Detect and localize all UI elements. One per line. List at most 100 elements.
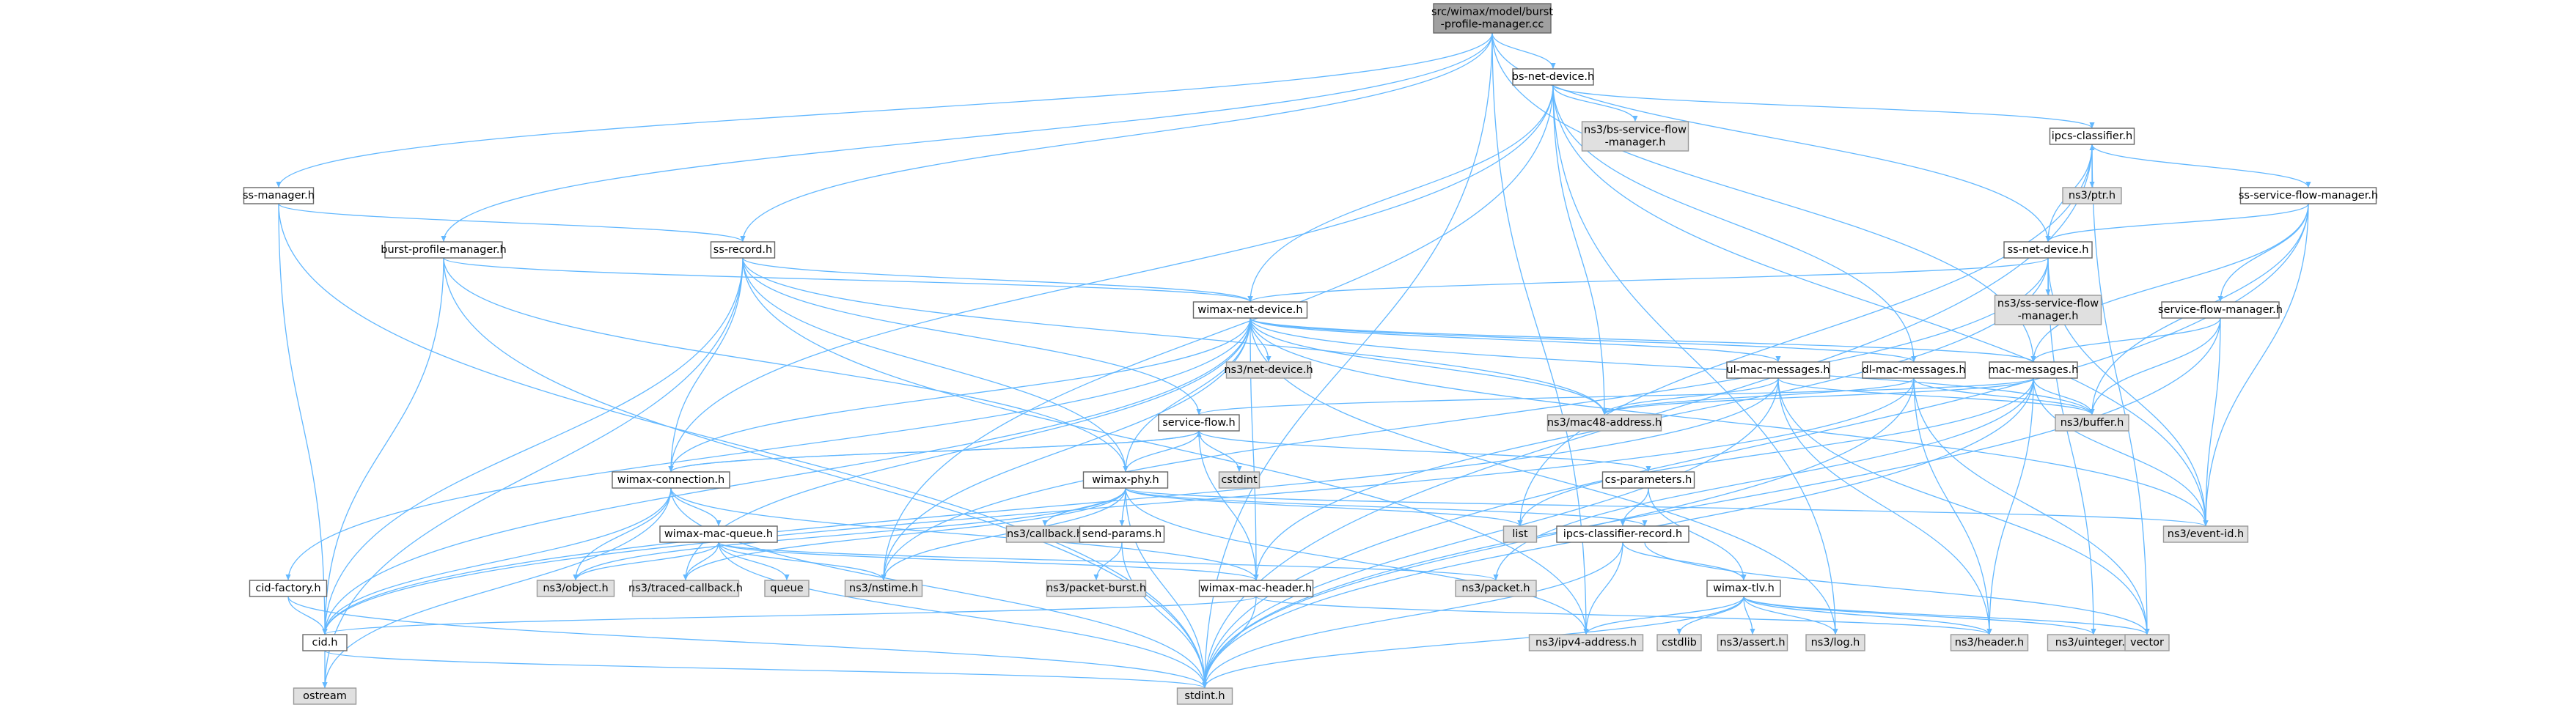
edge-wimaxmacheader-to-header — [1255, 596, 1992, 635]
node-ssserviceflowmanagerns3: ns3/ss-service-flow-manager.h — [1994, 295, 2102, 325]
node-label-ssmanager: ss-manager.h — [243, 190, 315, 202]
node-label-ipcsclassifier: ipcs-classifier.h — [2052, 130, 2133, 142]
edge-serviceflow-to-wimaxmacheader — [1198, 430, 1259, 581]
node-label-assert: ns3/assert.h — [1720, 637, 1785, 649]
edge-serviceflowmanager-to-stdint — [1202, 317, 2221, 689]
edge-ssserviceflowmanager-to-macmessages — [2030, 203, 2309, 363]
edge-wimaxnetdevice-to-log — [1250, 317, 1838, 635]
edge-ulmacmessages-to-vector — [1777, 377, 2150, 635]
edge-bpmanager-to-wimaxnetdevice — [443, 257, 1253, 303]
node-wimaxnetdevice[interactable]: wimax-net-device.h — [1192, 301, 1308, 319]
node-cid[interactable]: cid.h — [302, 634, 348, 651]
edge-root-to-ssrecord — [740, 32, 1493, 243]
edge-wimaxmacheader-to-cid — [322, 596, 1257, 635]
node-label-bsnetdevice: bs-net-device.h — [1512, 71, 1594, 83]
edge-wimaxconnection-to-wimaxmacqueue — [670, 487, 722, 527]
edge-cidfactory-to-stdint — [287, 596, 1208, 689]
node-macmessages[interactable]: mac-messages.h — [1989, 361, 2079, 379]
node-box-ssrecord — [710, 241, 776, 259]
edge-serviceflowmanager-to-eventid — [2203, 317, 2221, 527]
edge-ulmacmessages-to-buffer — [1777, 377, 2095, 415]
node-ipv4: ns3/ipv4-address.h — [1528, 634, 1644, 651]
node-wimaxmacqueue[interactable]: wimax-mac-queue.h — [659, 525, 778, 543]
node-label-ulmacmessages: ul-mac-messages.h — [1726, 364, 1830, 376]
node-bsnetdevice[interactable]: bs-net-device.h — [1512, 68, 1594, 86]
node-ulmacmessages[interactable]: ul-mac-messages.h — [1726, 361, 1830, 379]
node-box-bsnetdevice — [1512, 68, 1594, 86]
edge-ssnetdevice-to-wimaxnetdevice — [1247, 257, 2049, 303]
node-ssrecord[interactable]: ss-record.h — [710, 241, 776, 259]
edge-ssnetdevice-to-nstime — [881, 257, 2049, 581]
node-box-cstdint — [1218, 471, 1261, 489]
node-box-sendparams — [1079, 525, 1165, 543]
edge-bsnetdevice-to-mac48 — [1552, 84, 1607, 415]
node-box-packetburst — [1046, 580, 1147, 597]
node-label-csparameters: cs-parameters.h — [1605, 474, 1692, 486]
node-wimaxtlv[interactable]: wimax-tlv.h — [1706, 580, 1781, 597]
node-box-buffer — [2055, 414, 2129, 432]
edge-macmessages-to-header — [1986, 377, 2034, 635]
file-nodes: src/wimax/model/burst-profile-manager.cc… — [243, 3, 2378, 705]
node-label-root-line1: src/wimax/model/burst — [1431, 7, 1553, 18]
edge-macmessages-to-serviceflow — [1196, 377, 2034, 415]
edge-ssrecord-to-ipv4 — [742, 257, 1589, 635]
edge-ssrecord-to-mac48 — [742, 257, 1607, 415]
node-label-ptr: ns3/ptr.h — [2069, 190, 2116, 202]
node-box-bpmanager — [384, 241, 503, 259]
node-serviceflow[interactable]: service-flow.h — [1158, 414, 1240, 432]
edge-bsnetdevice-to-wimaxnetdevice — [1247, 84, 1554, 303]
node-ipcsclassifier[interactable]: ipcs-classifier.h — [2049, 128, 2135, 145]
node-box-nstime — [844, 580, 923, 597]
edge-ssmanager-to-stdint — [278, 203, 1208, 689]
node-box-ipv4 — [1528, 634, 1644, 651]
node-label-vector: vector — [2130, 637, 2164, 649]
node-box-cid — [302, 634, 348, 651]
edge-cid-to-stdint — [324, 650, 1208, 689]
edge-wimaxtlv-to-vector — [1743, 596, 2150, 635]
edge-macmessages-to-list — [1517, 377, 2034, 527]
node-box-wimaxmacheader — [1198, 580, 1314, 597]
edge-ssrecord-to-wimaxnetdevice — [742, 257, 1253, 303]
edge-dlmacmessages-to-header — [1913, 377, 1992, 635]
node-box-ssserviceflowmanager — [2239, 187, 2377, 204]
edge-dlmacmessages-to-mac48 — [1601, 377, 1915, 415]
node-root[interactable]: src/wimax/model/burst-profile-manager.cc — [1431, 3, 1553, 34]
node-label-bsserviceflowmanager-line2: -manager.h — [1605, 137, 1666, 149]
edge-ssmanager-to-ssrecord — [278, 203, 746, 243]
node-eventid: ns3/event-id.h — [2162, 525, 2249, 543]
node-box-list — [1502, 525, 1538, 543]
node-label-dlmacmessages: dl-mac-messages.h — [1862, 364, 1965, 376]
node-sendparams[interactable]: send-params.h — [1079, 525, 1165, 543]
node-dlmacmessages[interactable]: dl-mac-messages.h — [1862, 361, 1966, 379]
node-box-wimaxnetdevice — [1192, 301, 1308, 319]
node-wimaxconnection[interactable]: wimax-connection.h — [612, 471, 730, 489]
edge-wimaxmacqueue-to-packet — [718, 542, 1499, 581]
node-bpmanager[interactable]: burst-profile-manager.h — [381, 241, 507, 259]
node-wimaxmacheader[interactable]: wimax-mac-header.h — [1198, 580, 1314, 597]
node-label-cstdint: cstdint — [1221, 474, 1258, 486]
node-label-serviceflow: service-flow.h — [1162, 417, 1236, 429]
node-label-uinteger: ns3/uinteger.h — [2055, 637, 2132, 649]
node-box-wimaxtlv — [1706, 580, 1781, 597]
node-ssserviceflowmanager[interactable]: ss-service-flow-manager.h — [2239, 187, 2378, 204]
node-cidfactory[interactable]: cid-factory.h — [249, 580, 328, 597]
node-ssnetdevice[interactable]: ss-net-device.h — [2003, 241, 2093, 259]
edge-bsnetdevice-to-log — [1552, 84, 1838, 635]
node-ssmanager[interactable]: ss-manager.h — [243, 187, 315, 204]
node-box-csparameters — [1601, 471, 1695, 489]
edge-wimaxnetdevice-to-ulmacmessages — [1250, 317, 1781, 363]
edge-wimaxnetdevice-to-wimaxconnection — [668, 317, 1251, 473]
node-csparameters[interactable]: cs-parameters.h — [1601, 471, 1695, 489]
node-label-macmessages: mac-messages.h — [1989, 364, 2079, 376]
node-stdint: stdint.h — [1176, 687, 1233, 705]
edge-serviceflow-to-csparameters — [1198, 430, 1651, 473]
node-ipcsclassifierrecord[interactable]: ipcs-classifier-record.h — [1556, 525, 1689, 543]
edge-ssrecord-to-serviceflow — [742, 257, 1202, 415]
node-serviceflowmanager[interactable]: service-flow-manager.h — [2158, 301, 2283, 319]
node-label-serviceflowmanager: service-flow-manager.h — [2158, 304, 2283, 316]
node-wimaxphy[interactable]: wimax-phy.h — [1082, 471, 1169, 489]
node-label-cid: cid.h — [312, 637, 337, 649]
node-label-packetburst: ns3/packet-burst.h — [1046, 583, 1146, 594]
edge-wimaxmacheader-to-stdint — [1202, 596, 1257, 689]
